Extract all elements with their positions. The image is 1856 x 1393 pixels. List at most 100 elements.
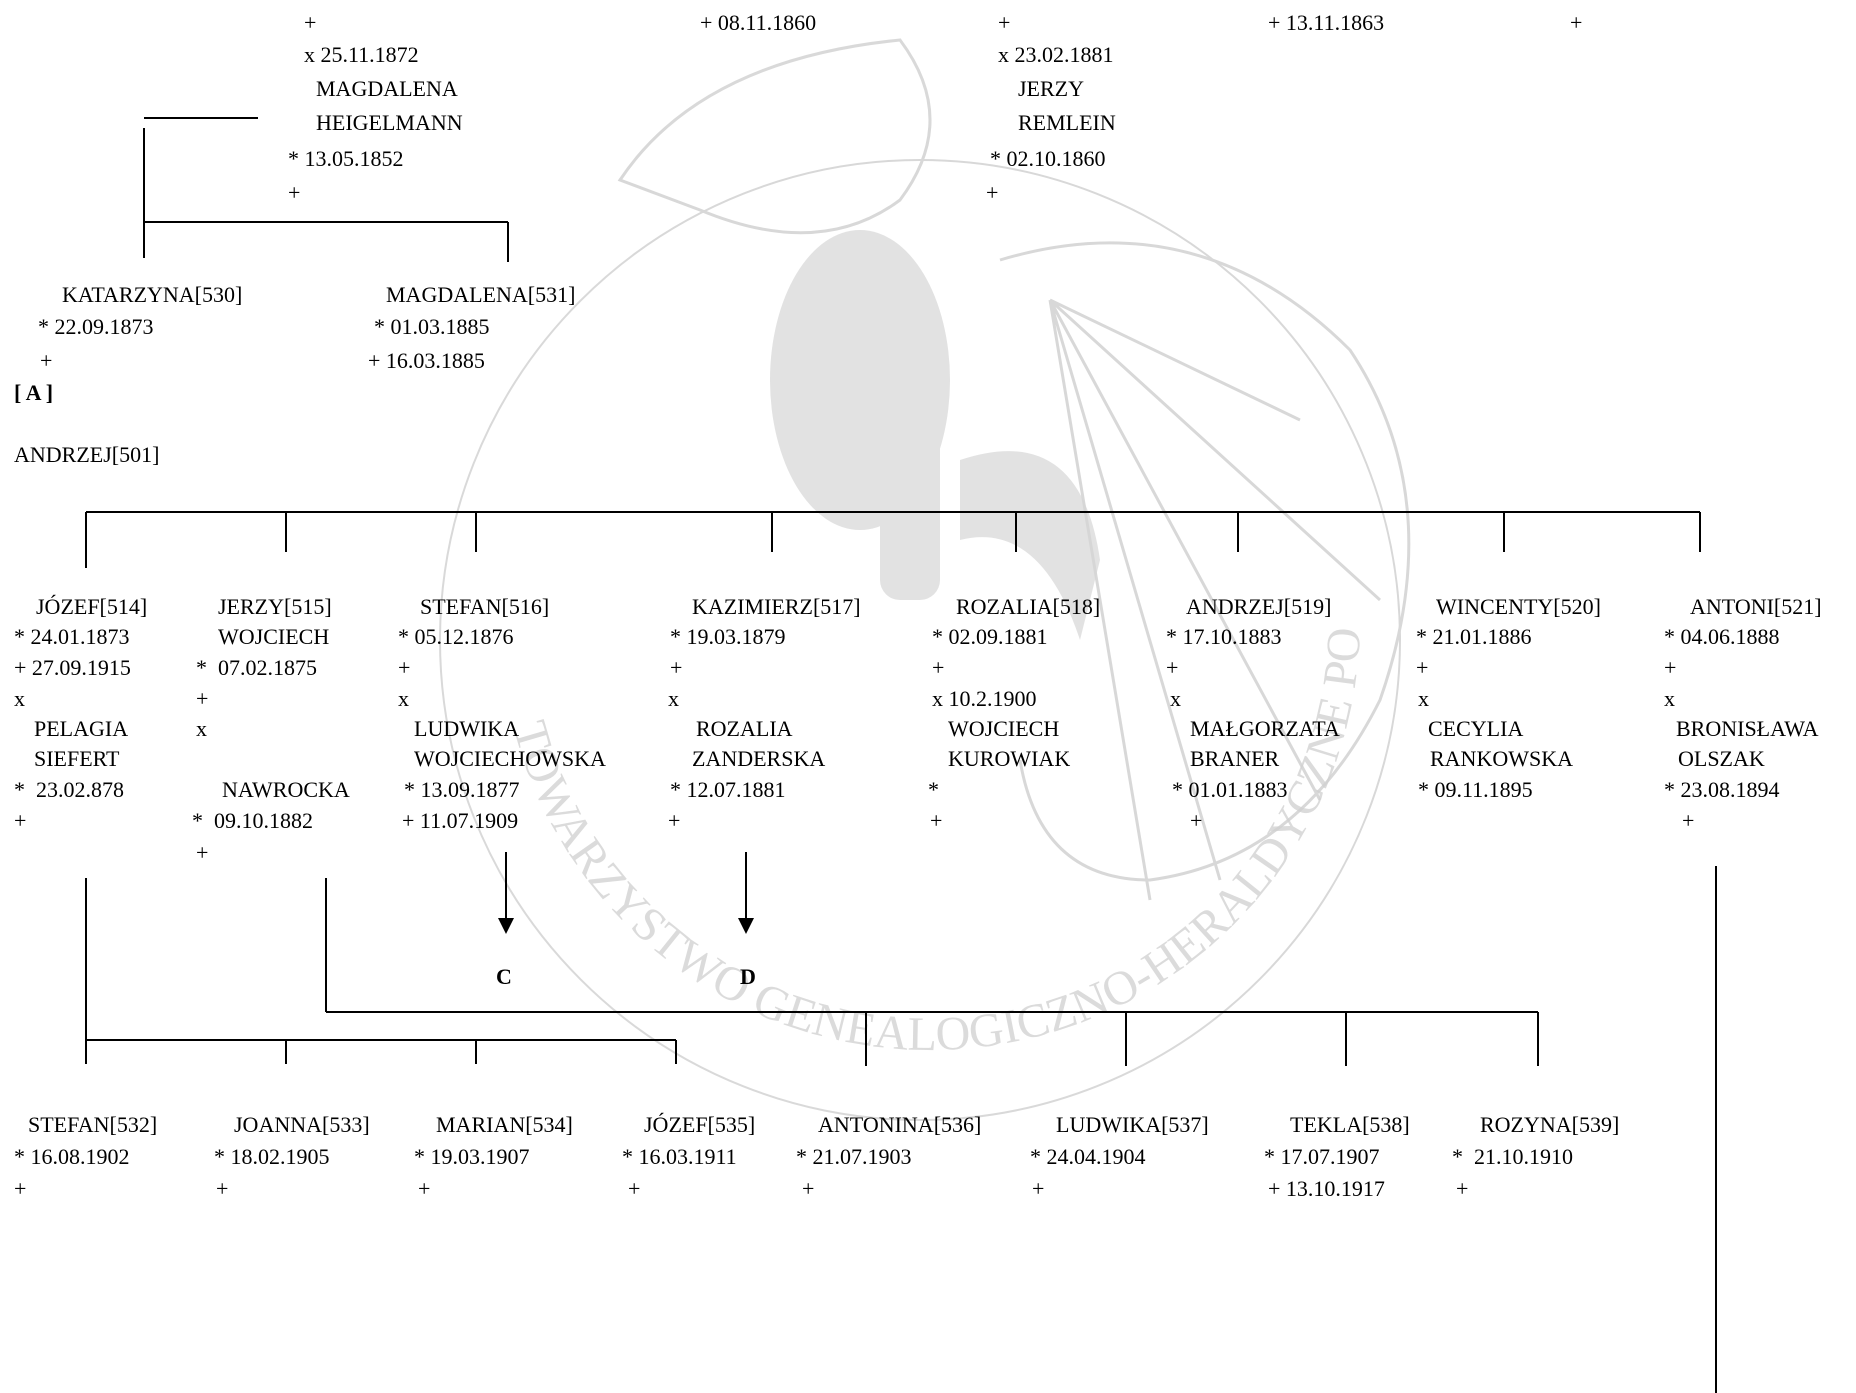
child-detail: SIEFERT	[34, 746, 120, 771]
child-name: JÓZEF[514]	[36, 594, 148, 619]
child-name: ANDRZEJ[519]	[1186, 594, 1332, 619]
child-detail: ROZALIA	[696, 716, 793, 741]
child-detail: *	[928, 777, 939, 802]
child-detail: x	[1664, 686, 1675, 711]
section-label-a: [ A ]	[14, 380, 54, 405]
child-detail: x	[398, 686, 409, 711]
grandchild-death: +	[216, 1176, 229, 1201]
grandchild-death: +	[628, 1176, 641, 1201]
grandchild-birth: * 16.03.1911	[622, 1144, 737, 1169]
child-detail: * 02.09.1881	[932, 624, 1048, 649]
child-detail: WOJCIECH	[948, 716, 1060, 741]
child-detail: * 19.03.1879	[670, 624, 786, 649]
child-detail: x	[668, 686, 679, 711]
child-detail: CECYLIA	[1428, 716, 1524, 741]
top-col1-spouse-birth: * 13.05.1852	[288, 146, 404, 171]
child-name: STEFAN[516]	[420, 594, 550, 619]
child-detail: +	[1416, 655, 1429, 680]
top-col1-death: +	[304, 10, 317, 35]
child-detail: MAŁGORZATA	[1190, 716, 1340, 741]
child-detail: * 21.01.1886	[1416, 624, 1532, 649]
grandchild-birth: * 17.07.1907	[1264, 1144, 1380, 1169]
top-col3-spouse-first: JERZY	[1018, 76, 1084, 101]
child-detail: * 09.10.1882	[192, 808, 313, 833]
child-detail: + 27.09.1915	[14, 655, 131, 680]
grandchild-name: ROZYNA[539]	[1480, 1112, 1620, 1137]
grandchild-death: +	[1032, 1176, 1045, 1201]
child-detail: KUROWIAK	[948, 746, 1071, 771]
child-detail: x 10.2.1900	[932, 686, 1037, 711]
grandchild-birth: * 16.08.1902	[14, 1144, 130, 1169]
child-detail: +	[196, 840, 209, 865]
top-col1-spouse-death: +	[288, 180, 301, 205]
grandchild-birth: * 24.04.1904	[1030, 1144, 1146, 1169]
grandchild-death: + 13.10.1917	[1268, 1176, 1385, 1201]
top-col2-death: + 08.11.1860	[700, 10, 817, 35]
grandchild-name: ANTONINA[536]	[818, 1112, 982, 1137]
child-detail: +	[196, 686, 209, 711]
grandchild-name: LUDWIKA[537]	[1056, 1112, 1209, 1137]
reference-d: D	[740, 964, 756, 989]
top-col3-spouse-last: REMLEIN	[1018, 110, 1116, 135]
child-detail: * 07.02.1875	[196, 655, 317, 680]
top-col3-death: +	[998, 10, 1011, 35]
child-detail: x	[196, 716, 207, 741]
child-detail: WOJCIECH	[218, 624, 330, 649]
child-detail: ZANDERSKA	[692, 746, 826, 771]
child-detail: NAWROCKA	[222, 777, 350, 802]
grandchild-birth: * 19.03.1907	[414, 1144, 530, 1169]
grandchild-name: JOANNA[533]	[234, 1112, 370, 1137]
child-detail: + 11.07.1909	[402, 808, 519, 833]
top-col3-marriage: x 23.02.1881	[998, 42, 1114, 67]
katarzyna-name: KATARZYNA[530]	[62, 282, 243, 307]
child-detail: PELAGIA	[34, 716, 129, 741]
magdalena-name: MAGDALENA[531]	[386, 282, 576, 307]
child-detail: x	[14, 686, 25, 711]
top-col1-spouse-first: MAGDALENA	[316, 76, 458, 101]
child-detail: * 23.02.878	[14, 777, 124, 802]
grandchild-birth: * 21.10.1910	[1452, 1144, 1573, 1169]
child-name: KAZIMIERZ[517]	[692, 594, 861, 619]
child-detail: +	[1190, 808, 1203, 833]
top-col3-spouse-death: +	[986, 180, 999, 205]
child-detail: * 24.01.1873	[14, 624, 130, 649]
grandchild-name: TEKLA[538]	[1290, 1112, 1410, 1137]
child-detail: * 01.01.1883	[1172, 777, 1288, 802]
child-detail: +	[1682, 808, 1695, 833]
top-col1-spouse-last: HEIGELMANN	[316, 110, 463, 135]
child-detail: * 13.09.1877	[404, 777, 520, 802]
child-detail: * 12.07.1881	[670, 777, 786, 802]
child-detail: +	[398, 655, 411, 680]
child-detail: * 17.10.1883	[1166, 624, 1282, 649]
child-detail: +	[1664, 655, 1677, 680]
child-detail: +	[932, 655, 945, 680]
grandchild-birth: * 21.07.1903	[796, 1144, 912, 1169]
child-detail: +	[1166, 655, 1179, 680]
magdalena-death: + 16.03.1885	[368, 348, 485, 373]
child-detail: * 23.08.1894	[1664, 777, 1780, 802]
grandchild-death: +	[418, 1176, 431, 1201]
top-col1-marriage: x 25.11.1872	[304, 42, 419, 67]
child-detail: * 09.11.1895	[1418, 777, 1533, 802]
child-detail: LUDWIKA	[414, 716, 520, 741]
katarzyna-birth: * 22.09.1873	[38, 314, 154, 339]
child-detail: BRONISŁAWA	[1676, 716, 1819, 741]
katarzyna-death: +	[40, 348, 53, 373]
child-detail: +	[14, 808, 27, 833]
reference-c: C	[496, 964, 512, 989]
child-name: WINCENTY[520]	[1436, 594, 1601, 619]
child-detail: RANKOWSKA	[1430, 746, 1573, 771]
child-detail: WOJCIECHOWSKA	[414, 746, 606, 771]
child-detail: +	[668, 808, 681, 833]
grandchild-death: +	[1456, 1176, 1469, 1201]
child-detail: x	[1418, 686, 1429, 711]
root-person: ANDRZEJ[501]	[14, 442, 160, 467]
child-detail: +	[930, 808, 943, 833]
child-name: ROZALIA[518]	[956, 594, 1101, 619]
child-detail: BRANER	[1190, 746, 1280, 771]
top-col3-spouse-birth: * 02.10.1860	[990, 146, 1106, 171]
grandchild-name: MARIAN[534]	[436, 1112, 573, 1137]
child-detail: * 04.06.1888	[1664, 624, 1780, 649]
